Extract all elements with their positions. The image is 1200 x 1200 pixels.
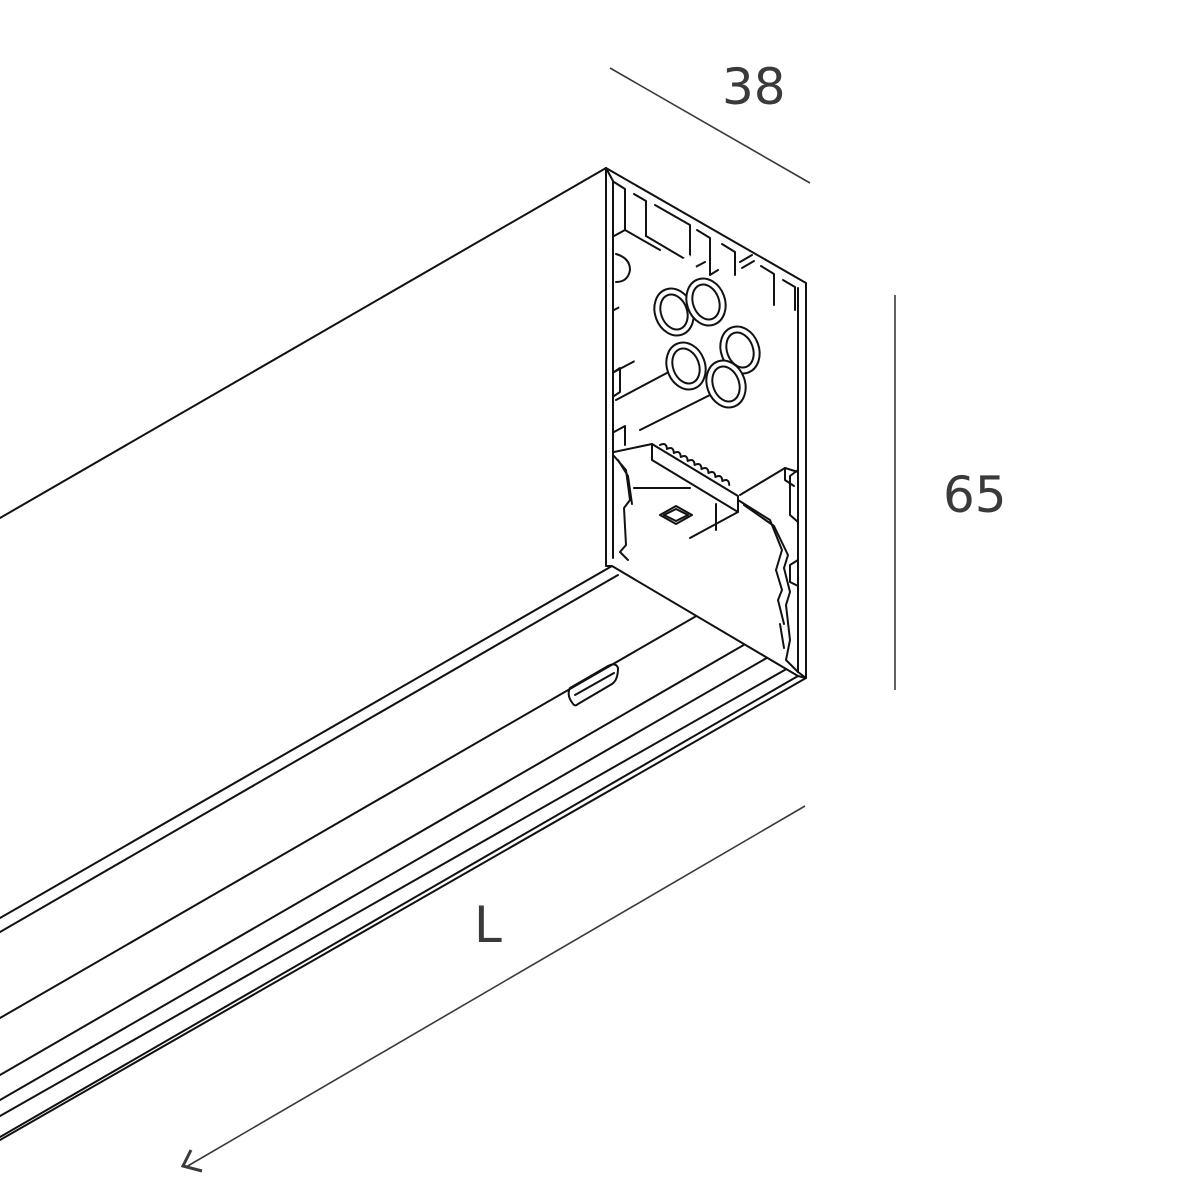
dimension-width-label: 38 [722,58,786,116]
connector-2 [685,277,727,327]
mounting-slot [567,663,619,707]
connector-5 [705,359,747,409]
connector-4 [665,341,707,391]
housing-top-edge [0,167,607,519]
dimension-length-label: L [474,896,502,954]
diffuser [737,469,799,673]
cable-connectors [615,253,761,431]
arrow-down-left-icon [180,1149,203,1173]
housing-body-lines [0,565,807,1141]
dimension-length-line [180,805,806,1173]
end-cap [605,167,807,679]
end-cap-top-slots [613,181,796,311]
dimension-height-label: 65 [943,466,1007,524]
dimension-width-line [609,67,811,184]
mounting-hole [659,505,693,525]
